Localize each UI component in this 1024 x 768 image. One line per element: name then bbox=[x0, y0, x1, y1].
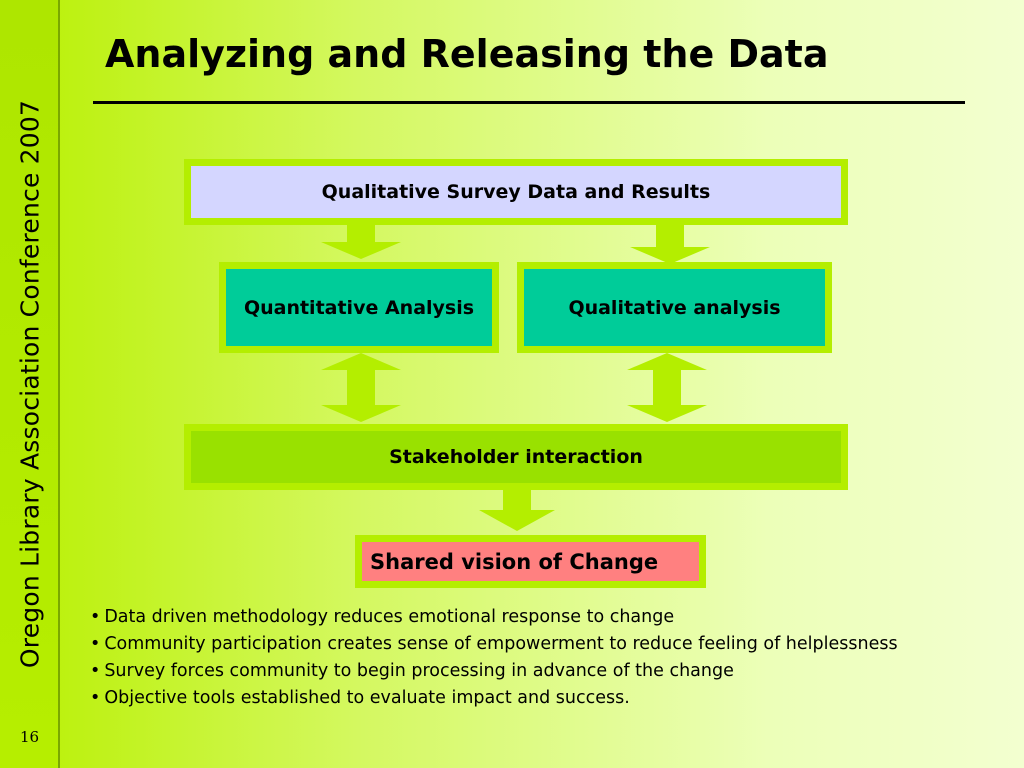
bullet-item: •Survey forces community to begin proces… bbox=[90, 658, 898, 685]
arrow-quantitative-stakeholder bbox=[321, 353, 401, 422]
bullet-item: •Community participation creates sense o… bbox=[90, 631, 898, 658]
bullet-item: •Objective tools established to evaluate… bbox=[90, 685, 898, 712]
bullet-text: Objective tools established to evaluate … bbox=[104, 688, 630, 708]
bullet-text: Survey forces community to begin process… bbox=[104, 661, 734, 681]
node-stakeholder-interaction: Stakeholder interaction bbox=[184, 424, 848, 490]
node-quantitative-analysis: Quantitative Analysis bbox=[219, 262, 499, 353]
slide-title: Analyzing and Releasing the Data bbox=[105, 32, 829, 76]
arrow-survey-to-qualitative bbox=[630, 225, 710, 264]
node-survey-data: Qualitative Survey Data and Results bbox=[184, 159, 848, 225]
bullet-marker: • bbox=[90, 607, 101, 627]
node-shared-vision: Shared vision of Change bbox=[355, 535, 706, 588]
bullet-text: Community participation creates sense of… bbox=[104, 634, 898, 654]
bullet-marker: • bbox=[90, 688, 101, 708]
bullet-marker: • bbox=[90, 661, 101, 681]
bullet-text: Data driven methodology reduces emotiona… bbox=[104, 607, 675, 627]
page-number: 16 bbox=[20, 728, 40, 746]
arrow-stakeholder-to-vision bbox=[479, 490, 555, 531]
conference-label: Oregon Library Association Conference 20… bbox=[15, 99, 45, 669]
bullet-list: •Data driven methodology reduces emotion… bbox=[90, 604, 898, 712]
title-divider bbox=[93, 101, 965, 104]
node-qualitative-analysis: Qualitative analysis bbox=[517, 262, 832, 353]
bullet-item: •Data driven methodology reduces emotion… bbox=[90, 604, 898, 631]
arrow-survey-to-quantitative bbox=[321, 225, 401, 259]
sidebar: Oregon Library Association Conference 20… bbox=[0, 0, 60, 768]
bullet-marker: • bbox=[90, 634, 101, 654]
arrow-qualitative-stakeholder bbox=[627, 353, 707, 422]
